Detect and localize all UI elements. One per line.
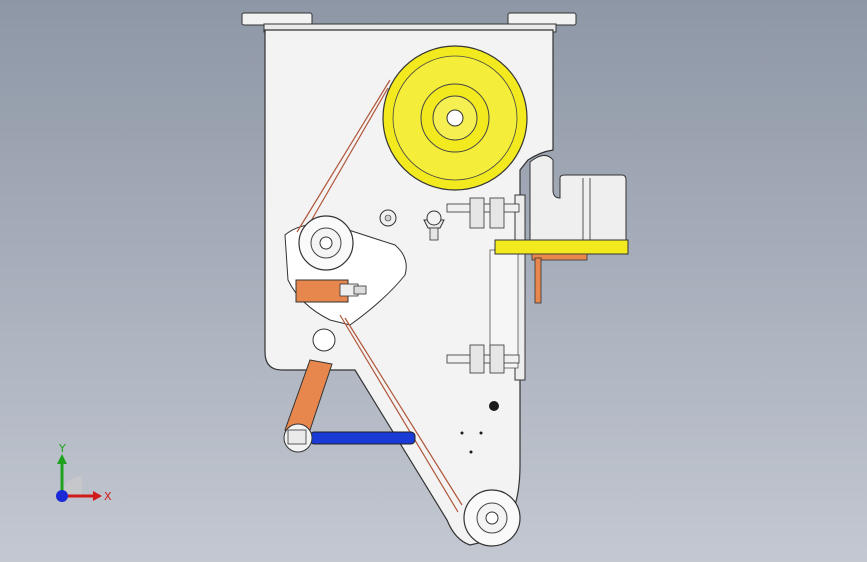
adjust-knob-2[interactable] <box>423 210 445 241</box>
small-hole <box>489 401 499 411</box>
y-axis-label: Y <box>58 442 66 455</box>
adjust-knob-1[interactable] <box>379 209 397 227</box>
small-hole <box>469 450 473 454</box>
rod-end-joint[interactable] <box>283 423 313 453</box>
view-triad: Y X <box>56 442 112 503</box>
drive-pulley[interactable] <box>382 45 528 191</box>
x-axis-label: X <box>104 490 112 503</box>
top-flange-right <box>507 12 577 26</box>
orange-tab <box>531 253 588 261</box>
orange-tab-vertical <box>534 257 542 304</box>
z-axis-icon <box>56 490 68 502</box>
plate-hole <box>312 328 336 352</box>
small-hole <box>479 431 483 435</box>
abrasive-belt <box>296 79 463 513</box>
upper-bolt-assembly <box>446 197 520 229</box>
connecting-rod[interactable] <box>309 431 416 445</box>
contact-roller[interactable] <box>463 489 521 547</box>
tension-clamp[interactable] <box>295 279 367 303</box>
idler-roller[interactable] <box>298 215 354 271</box>
right-block <box>529 155 627 241</box>
yellow-base <box>494 239 629 255</box>
top-flange-left <box>241 12 313 26</box>
small-hole <box>460 431 464 435</box>
lower-bolt-assembly <box>446 344 520 374</box>
